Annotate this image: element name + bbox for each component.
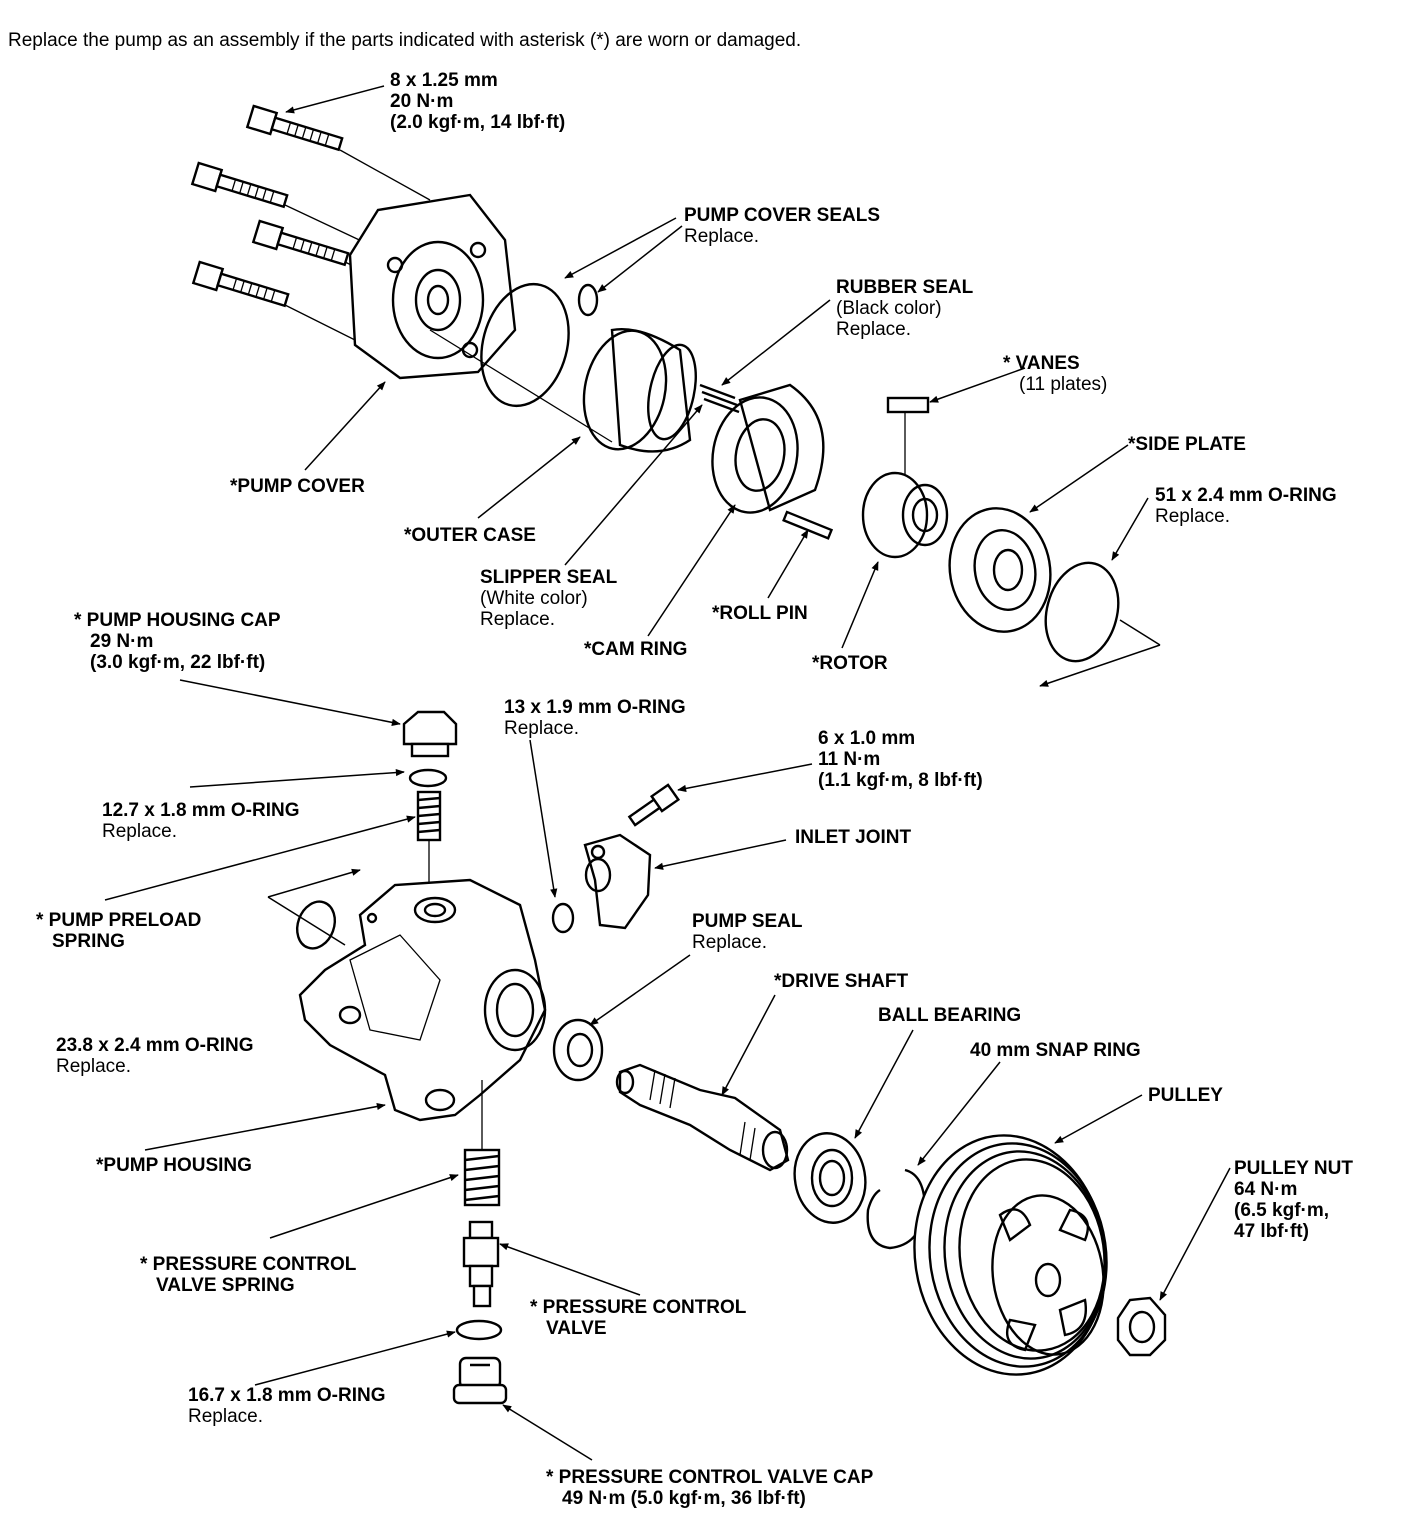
o-ring-icon [551,902,575,934]
pump-cover-label: *PUMP COVER [230,476,365,497]
pulley-nut-label: PULLEY NUT 64 N·m (6.5 kgf·m, 47 lbf·ft) [1234,1158,1353,1242]
pulley-label: PULLEY [1148,1085,1223,1106]
cap-icon [452,1356,508,1405]
nut-icon [1116,1296,1167,1357]
snap-ring-icon [866,1168,927,1250]
pump-housing-label: *PUMP HOUSING [96,1155,252,1176]
outer-case-icon [582,328,697,453]
bolt-icon [190,104,350,308]
vanes-label: * VANES (11 plates) [1003,353,1108,395]
pcv-cap-label: * PRESSURE CONTROL VALVE CAP 49 N·m (5.0… [546,1467,874,1509]
ball-bearing-icon [793,1132,867,1224]
rotor-label: *ROTOR [812,653,888,674]
oring-13-label: 13 x 1.9 mm O-RING Replace. [504,697,686,739]
inlet-joint-icon [583,833,652,930]
inlet-bolt-label: 6 x 1.0 mm 11 N·m (1.1 kgf·m, 8 lbf·ft) [818,728,983,791]
ball-bearing-label: BALL BEARING [878,1005,1022,1026]
slipper-seal-label: SLIPPER SEAL (White color) Replace. [480,567,618,630]
cap-icon [402,710,458,758]
cam-ring-label: *CAM RING [584,639,688,660]
outer-case-label: *OUTER CASE [404,525,536,546]
side-plate-label: *SIDE PLATE [1128,434,1246,455]
drive-shaft-icon [615,1063,790,1172]
housing-cap-label: * PUMP HOUSING CAP 29 N·m (3.0 kgf·m, 22… [74,610,281,673]
drive-shaft-label: *DRIVE SHAFT [774,971,909,992]
pump-housing-icon [298,878,547,1122]
o-ring-icon [552,1018,604,1082]
pump-cover-icon [348,193,517,380]
side-plate-icon [948,507,1052,633]
oring-238-label: 23.8 x 2.4 mm O-RING Replace. [56,1035,254,1077]
pump-seal-label: PUMP SEAL Replace. [692,911,803,953]
pump-cover-seals-label: PUMP COVER SEALS Replace. [684,205,881,247]
cover-bolt-label: 8 x 1.25 mm 20 N·m (2.0 kgf·m, 14 lbf·ft… [390,70,566,133]
rotor-icon [861,471,949,559]
preload-spring-label: * PUMP PRELOAD SPRING [36,910,202,952]
snap-ring-label: 40 mm SNAP RING [970,1040,1141,1061]
valve-icon [462,1220,500,1308]
oring-51-label: 51 x 2.4 mm O-RING Replace. [1155,485,1337,527]
o-ring-icon [1044,561,1120,663]
pulley-icon [913,1134,1108,1376]
cam-ring-icon [711,383,825,514]
pcv-label: * PRESSURE CONTROL VALVE [530,1297,747,1339]
rubber-seal-label: RUBBER SEAL (Black color) Replace. [836,277,974,340]
roll-pin-label: *ROLL PIN [712,603,808,624]
spring-icon [463,1148,501,1207]
o-ring-icon [480,282,599,408]
oring-167-label: 16.7 x 1.8 mm O-RING Replace. [188,1385,386,1427]
spring-icon [416,790,442,842]
inlet-joint-label: INLET JOINT [795,827,912,848]
o-ring-icon [455,1319,503,1341]
bolt-icon [627,783,681,827]
pcv-spring-label: * PRESSURE CONTROL VALVE SPRING [140,1254,357,1296]
instruction-text: Replace the pump as an assembly if the p… [8,30,802,51]
o-ring-icon [295,900,337,950]
oring-127-label: 12.7 x 1.8 mm O-RING Replace. [102,800,300,842]
